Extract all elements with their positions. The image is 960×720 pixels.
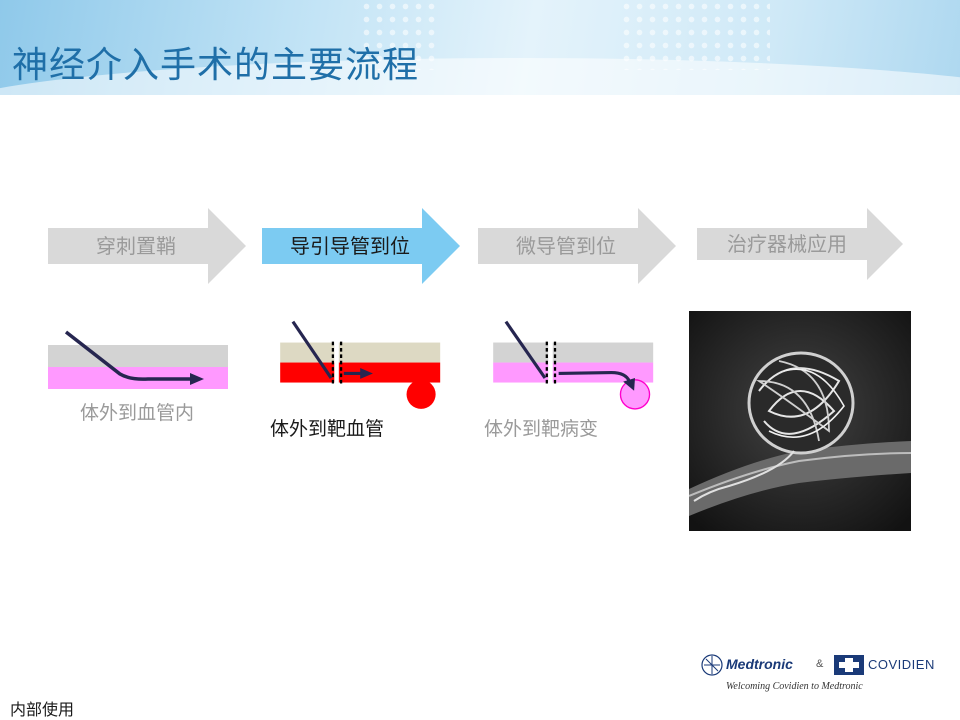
step-arrow-2: 导引导管到位 xyxy=(262,208,462,284)
slide-title: 神经介入手术的主要流程 xyxy=(12,45,420,86)
arrow-shape xyxy=(697,208,903,280)
medtronic-logo-icon xyxy=(701,654,723,676)
step-label: 微导管到位 xyxy=(516,234,616,258)
header-banner xyxy=(0,0,960,95)
step-arrow-4: 治疗器械应用 xyxy=(697,208,903,284)
coil-embolization-image xyxy=(688,311,912,531)
banner-dot-pattern xyxy=(360,0,440,70)
diagram-caption: 体外到血管内 xyxy=(80,402,195,424)
medtronic-name: Medtronic xyxy=(726,656,793,672)
step-label: 穿刺置鞘 xyxy=(96,234,176,258)
covidien-logo-icon xyxy=(834,655,864,675)
diagram-caption: 体外到靶血管 xyxy=(270,418,385,440)
diagram-guide-catheter xyxy=(280,320,441,409)
company-logos: Medtronic & COVIDIEN Welcoming Covidien … xyxy=(698,650,938,700)
arrow-shape xyxy=(478,208,676,284)
step-label: 导引导管到位 xyxy=(290,234,410,258)
arrow-shape xyxy=(262,208,460,284)
arrow-shape xyxy=(48,208,246,284)
logo-tagline: Welcoming Covidien to Medtronic xyxy=(726,681,863,692)
diagram-sheath xyxy=(48,330,228,389)
step-arrow-3: 微导管到位 xyxy=(478,208,678,284)
step-label: 治疗器械应用 xyxy=(727,232,847,256)
internal-use-note: 内部使用 xyxy=(10,700,75,719)
covidien-name: COVIDIEN xyxy=(868,657,935,672)
diagram-microcatheter xyxy=(493,320,654,410)
diagram-caption: 体外到靶病变 xyxy=(484,418,599,440)
banner-dot-pattern xyxy=(620,0,770,70)
logo-ampersand: & xyxy=(816,658,824,670)
step-arrow-1: 穿刺置鞘 xyxy=(48,208,248,284)
